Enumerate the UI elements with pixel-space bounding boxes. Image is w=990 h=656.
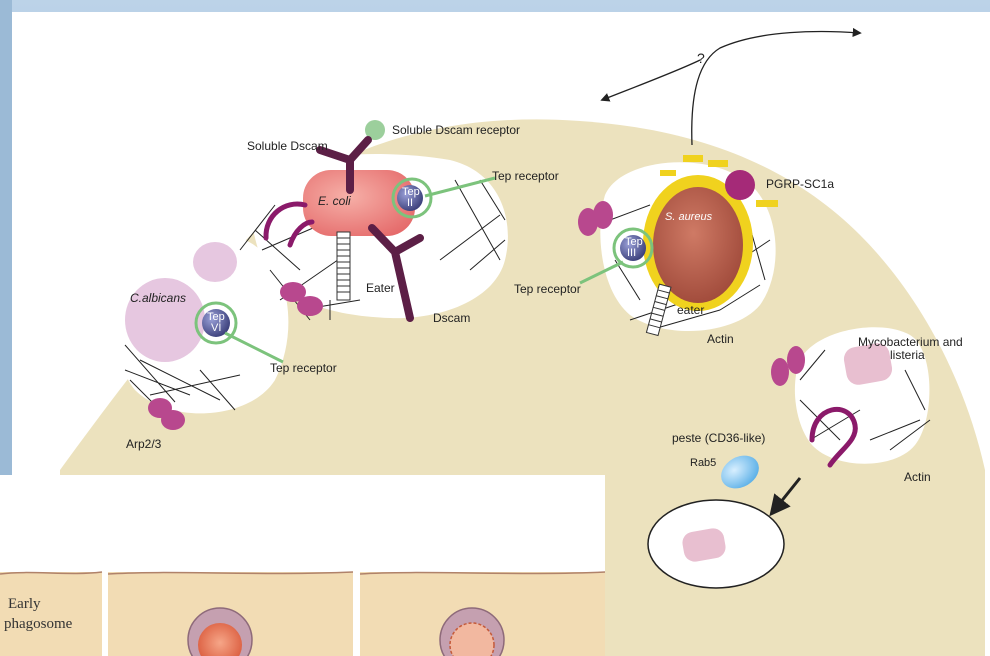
label-peste: peste (CD36-like) bbox=[672, 431, 765, 445]
label-e-coli: E. coli bbox=[318, 194, 351, 208]
label-early-1: Early bbox=[8, 596, 41, 612]
label-question: ? bbox=[697, 50, 705, 66]
label-tep-receptor-mid: Tep receptor bbox=[514, 282, 581, 296]
eater-receptor-upper bbox=[337, 232, 350, 300]
blue-left-strip bbox=[0, 0, 12, 475]
label-c-albicans: C.albicans bbox=[130, 291, 186, 305]
label-soluble-dscam: Soluble Dscam bbox=[247, 139, 328, 153]
label-eater-upper: Eater bbox=[366, 281, 395, 295]
label-actin-right: Actin bbox=[904, 470, 931, 484]
label-soluble-dscam-receptor: Soluble Dscam receptor bbox=[392, 123, 520, 137]
label-tep-receptor-top: Tep receptor bbox=[492, 169, 559, 183]
label-rab5: Rab5 bbox=[690, 457, 716, 469]
label-eater-lower: eater bbox=[677, 303, 704, 317]
pgrp-sc1a-icon bbox=[725, 170, 755, 200]
label-mycobacterium-1: Mycobacterium and bbox=[858, 335, 963, 349]
label-pgrp: PGRP-SC1a bbox=[766, 177, 834, 191]
label-tep-receptor-left: Tep receptor bbox=[270, 361, 337, 375]
inset-tissue-strip-1 bbox=[0, 572, 102, 656]
label-arp23: Arp2/3 bbox=[126, 437, 162, 451]
label-actin-mid: Actin bbox=[707, 332, 734, 346]
label-mycobacterium-2: listeria bbox=[890, 348, 925, 362]
label-s-aureus: S. aureus bbox=[665, 211, 713, 223]
label-dscam: Dscam bbox=[433, 311, 470, 325]
candida-bud bbox=[193, 242, 237, 282]
label-early-2: phagosome bbox=[4, 616, 73, 632]
